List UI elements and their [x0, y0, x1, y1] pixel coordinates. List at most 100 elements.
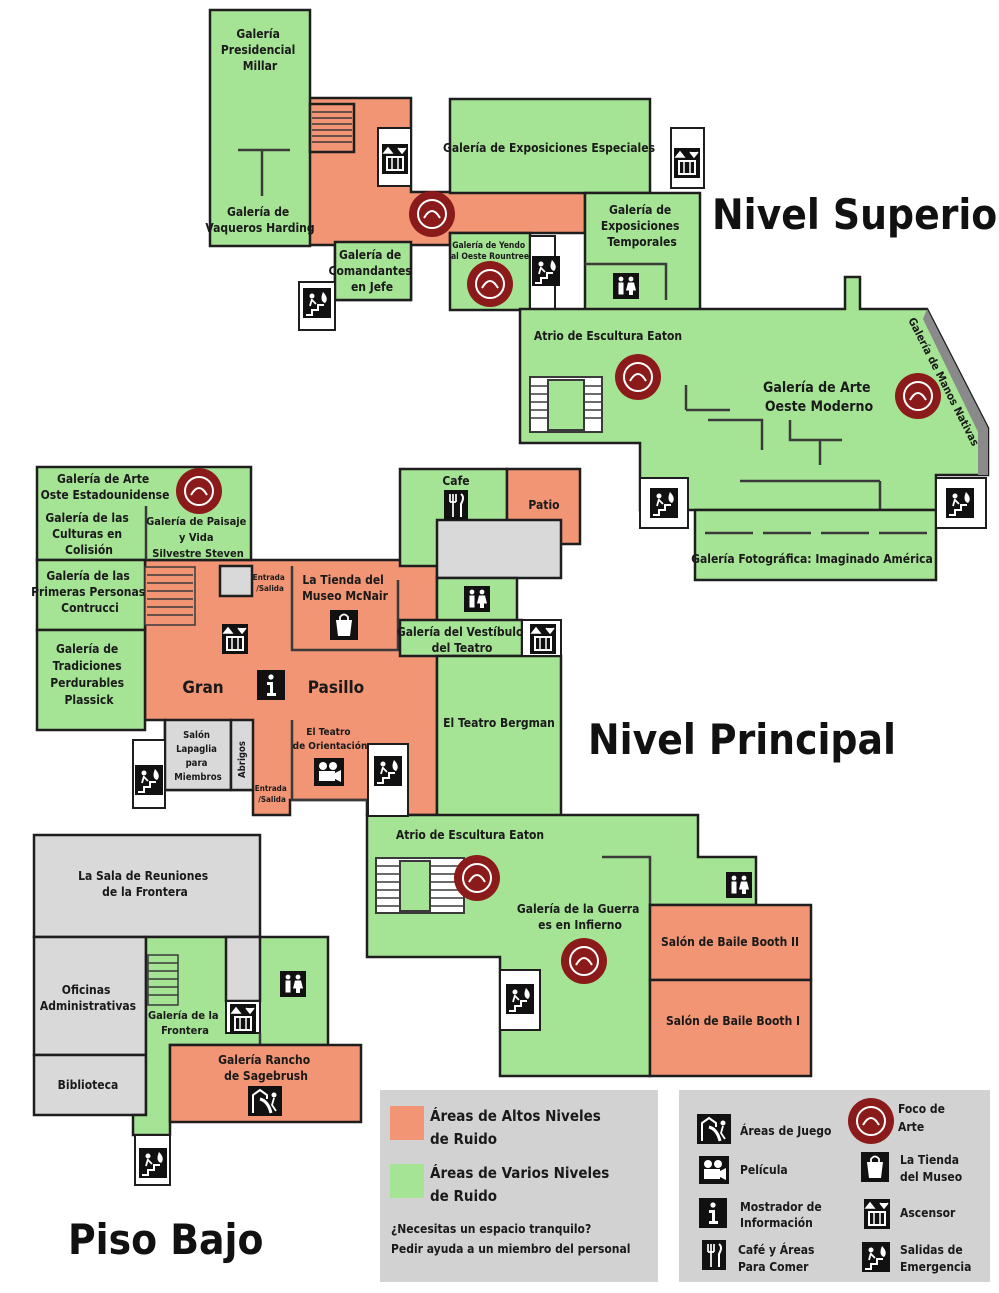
- room-comandantes: [333, 240, 413, 302]
- level-title-main: Nivel Principal: [588, 715, 896, 764]
- elevator-icon: [673, 147, 701, 179]
- label-tradiciones: Galería de Tradiciones Perdurables Plass…: [50, 642, 128, 707]
- room-bergman: [435, 654, 563, 818]
- label-cafe: Cafe: [442, 474, 469, 488]
- label-tienda: La Tienda del Museo McNair: [302, 573, 389, 603]
- label-millar: Galería Presidencial Millar: [221, 27, 299, 73]
- label-especiales: Galería de Exposiciones Especiales: [443, 141, 655, 155]
- label-guerra: Galería de la Guerra es en Infierno: [517, 902, 643, 932]
- legend-quiet-note: ¿Necesitas un espacio tranquilo? Pedir a…: [391, 1222, 630, 1256]
- label-temporales: Galería de Exposiciones Temporales: [601, 203, 683, 249]
- shop-bag-icon: [329, 609, 359, 641]
- restroom-icon: [464, 586, 490, 612]
- art-focus-icon: [466, 260, 514, 308]
- emergency-exit-icon: [138, 1147, 168, 1179]
- room-biblioteca: [32, 1053, 148, 1117]
- label-fotografica: Galería Fotográfica: Imaginado América: [691, 552, 933, 566]
- room-millar-harding: [208, 8, 312, 248]
- label-culturas: Galería de las Culturas en Colisión: [45, 511, 132, 557]
- label-entrada-top: Entrada /Salida: [253, 573, 287, 593]
- legend-shop: La Tienda del Museo: [900, 1153, 963, 1184]
- art-focus-icon: [847, 1097, 895, 1145]
- level-title-upper: Nivel Superior: [712, 190, 999, 239]
- swatch-varied-noise: [390, 1164, 424, 1198]
- label-paisaje: Galería de Paisaje y Vida Silvestre Stev…: [146, 515, 250, 560]
- emergency-exit-icon: [861, 1241, 891, 1273]
- legend-elevator: Ascensor: [900, 1206, 956, 1220]
- emergency-exit-icon: [134, 764, 164, 796]
- label-pasillo: Pasillo: [308, 678, 364, 698]
- room-oficinas: [32, 935, 148, 1057]
- legend-icons: Áreas de Juego Película Mostrador de Inf…: [679, 1090, 990, 1282]
- label-vestibulo: Galería del Vestíbulo del Teatro: [397, 625, 527, 655]
- label-moderno: Galería de Arte Oeste Moderno: [763, 380, 875, 415]
- room-fotografica: [693, 508, 938, 582]
- art-focus-icon: [453, 854, 501, 902]
- emergency-exit-icon: [945, 487, 975, 519]
- room-booth1: [648, 978, 813, 1078]
- legend-focus: Foco de Arte: [898, 1102, 949, 1134]
- emergency-exit-icon: [531, 255, 561, 287]
- legend-varied-noise: Áreas de Varios Niveles de Ruido: [430, 1163, 614, 1205]
- elevator-icon: [863, 1198, 891, 1230]
- legend-food: Café y Áreas Para Comer: [738, 1242, 818, 1274]
- label-harding: Galería de Vaqueros Harding: [205, 205, 314, 235]
- level-title-lower: Piso Bajo: [68, 1215, 263, 1264]
- room-temporales: [583, 191, 702, 312]
- art-focus-icon: [560, 937, 608, 985]
- label-patio: Patio: [528, 498, 559, 512]
- cafe-food-icon: [443, 489, 469, 521]
- label-oficinas: Oficinas Administrativas: [40, 983, 136, 1013]
- restroom-icon: [726, 872, 752, 898]
- elevator-icon: [529, 623, 557, 655]
- art-focus-icon: [408, 190, 456, 238]
- label-yendo: Galería de Yendo al Oeste Rountree: [451, 241, 529, 262]
- art-focus-icon: [894, 372, 942, 420]
- label-primeras: Galería de las Primeras Personas Contruc…: [31, 569, 149, 615]
- legend-info: Mostrador de Información: [740, 1200, 825, 1230]
- movie-camera-icon: [699, 1156, 729, 1184]
- movie-camera-icon: [314, 758, 344, 786]
- restroom-icon: [280, 971, 306, 997]
- main-level: Galería de Arte Oste Estadounidense Gale…: [31, 465, 896, 1078]
- label-bergman: El Teatro Bergman: [443, 716, 555, 730]
- label-entrada-bottom: Entrada /Salida: [255, 784, 289, 804]
- label-booth1: Salón de Baile Booth I: [666, 1014, 800, 1028]
- emergency-exit-icon: [649, 487, 679, 519]
- label-atrio-main: Atrio de Escultura Eaton: [396, 828, 544, 842]
- lower-level: La Sala de Reuniones de la Frontera Ofic…: [32, 833, 363, 1264]
- room-especiales: [448, 97, 652, 195]
- upper-level: Galería Presidencial Millar Galería de V…: [205, 8, 999, 582]
- room-booth2: [648, 903, 813, 982]
- art-focus-icon: [614, 353, 662, 401]
- label-orientacion: El Teatro de Orientación: [293, 727, 368, 752]
- emergency-exit-icon: [373, 755, 403, 787]
- swatch-high-noise: [390, 1106, 424, 1140]
- legend-exits: Salidas de Emergencia: [900, 1243, 971, 1274]
- elevator-icon: [381, 143, 409, 175]
- emergency-exit-icon: [302, 287, 332, 319]
- legend-high-noise: Áreas de Altos Niveles de Ruido: [430, 1106, 606, 1148]
- label-abrigos: Abrigos: [237, 741, 248, 778]
- label-comandantes: Galería de Comandantes en Jefe: [329, 248, 416, 294]
- label-sagebrush: Galería Rancho de Sagebrush: [218, 1053, 314, 1083]
- emergency-exit-icon: [505, 983, 535, 1015]
- cafe-food-icon: [701, 1239, 727, 1271]
- restroom-icon: [613, 273, 639, 299]
- legend-noise: Áreas de Altos Niveles de Ruido Áreas de…: [380, 1090, 658, 1282]
- legend-play: Áreas de Juego: [740, 1123, 831, 1138]
- label-booth2: Salón de Baile Booth II: [661, 935, 799, 949]
- elevator-icon: [229, 1003, 257, 1035]
- elevator-icon: [221, 623, 249, 655]
- art-focus-icon: [175, 467, 223, 515]
- legend-movie: Película: [740, 1163, 788, 1177]
- play-area-icon: [246, 1084, 284, 1118]
- label-biblioteca: Biblioteca: [58, 1078, 119, 1092]
- room-reuniones: [32, 833, 262, 939]
- room-tradiciones: [35, 628, 147, 732]
- label-reuniones: La Sala de Reuniones de la Frontera: [78, 869, 212, 899]
- label-oste: Galería de Arte Oste Estadounidense: [41, 472, 170, 502]
- info-desk-icon: [257, 670, 285, 700]
- label-gran: Gran: [182, 678, 223, 698]
